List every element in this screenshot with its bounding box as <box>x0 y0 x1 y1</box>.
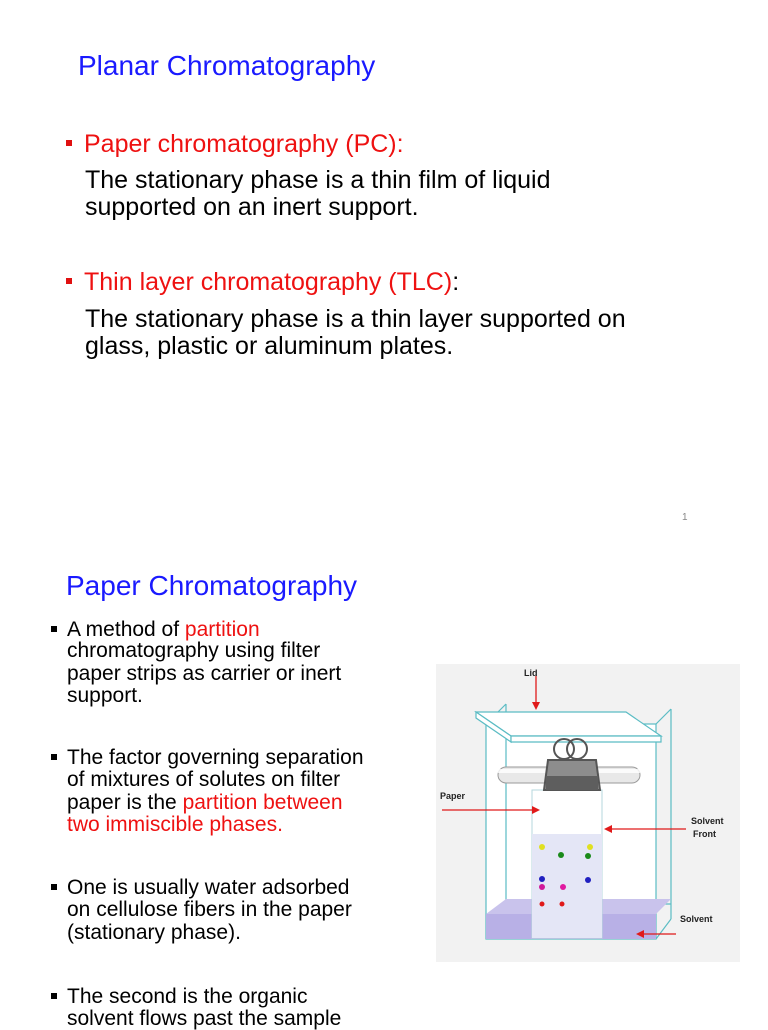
bullet3-line3: (stationary phase). <box>67 921 241 944</box>
label-solvent-front-2: Front <box>693 829 716 839</box>
spot-green-2 <box>585 853 591 859</box>
tlc-body-line2: glass, plastic or aluminum plates. <box>85 332 454 360</box>
partition-highlight: partition <box>184 618 260 641</box>
bullet1-line2: chromatography using filter <box>67 639 321 662</box>
bullet3-line2: on cellulose fibers in the paper <box>67 898 352 921</box>
clip-icon <box>542 738 602 791</box>
label-solvent: Solvent <box>680 914 713 924</box>
spot-pink <box>560 884 566 890</box>
bullet1-line3: paper strips as carrier or inert <box>67 662 342 685</box>
bullet1-line4: support. <box>67 684 143 707</box>
bullet2-line4: two immiscible phases. <box>67 813 283 836</box>
bullet2-line3: paper is the partition between <box>67 791 343 814</box>
lid-icon <box>474 710 663 744</box>
label-lid: Lid <box>524 668 538 678</box>
label-solvent-front-1: Solvent <box>691 816 724 826</box>
paper-chromatography-diagram: Lid Paper Solvent Front Solvent <box>436 664 740 962</box>
bullet3-line1: One is usually water adsorbed <box>67 876 350 899</box>
spot-green <box>558 852 564 858</box>
partition-between-highlight: partition between <box>182 791 343 814</box>
sample-spots <box>539 844 593 907</box>
bullet-icon <box>66 140 72 146</box>
slide1-title: Planar Chromatography <box>78 50 376 81</box>
bullet-icon <box>51 993 57 999</box>
bullet-icon <box>51 754 57 760</box>
spot-red <box>539 901 545 907</box>
pc-body-line1: The stationary phase is a thin film of l… <box>85 166 551 194</box>
bullet4-line1: The second is the organic <box>67 985 308 1008</box>
bullet4-line2: solvent flows past the sample <box>67 1007 342 1030</box>
spot-magenta <box>539 884 545 890</box>
tlc-heading-colon: : <box>452 268 460 296</box>
arrows <box>442 676 686 938</box>
spot-blue <box>539 876 545 882</box>
bullet1-pre: A method of <box>67 618 185 641</box>
spot-blue-2 <box>585 877 591 883</box>
slide2-title: Paper Chromatography <box>66 570 358 601</box>
bullet-icon <box>66 278 72 284</box>
tlc-heading: Thin layer chromatography (TLC) <box>84 268 453 296</box>
pc-heading: Paper chromatography (PC): <box>84 130 404 158</box>
page-number: 1 <box>682 512 688 523</box>
pc-body-line2: supported on an inert support. <box>85 193 419 221</box>
spot-yellow <box>539 844 545 850</box>
tlc-body-line1: The stationary phase is a thin layer sup… <box>85 305 626 333</box>
bullet1-line1: A method of partition <box>67 618 260 641</box>
spot-red-2 <box>559 901 565 907</box>
bullet2-line1: The factor governing separation <box>67 746 364 769</box>
bullet-icon <box>51 626 57 632</box>
spot-yellow-2 <box>587 844 593 850</box>
bullet-icon <box>51 884 57 890</box>
bullet2-pre: paper is the <box>67 791 183 814</box>
bullet2-line2: of mixtures of solutes on filter <box>67 768 341 791</box>
label-paper: Paper <box>440 791 466 801</box>
